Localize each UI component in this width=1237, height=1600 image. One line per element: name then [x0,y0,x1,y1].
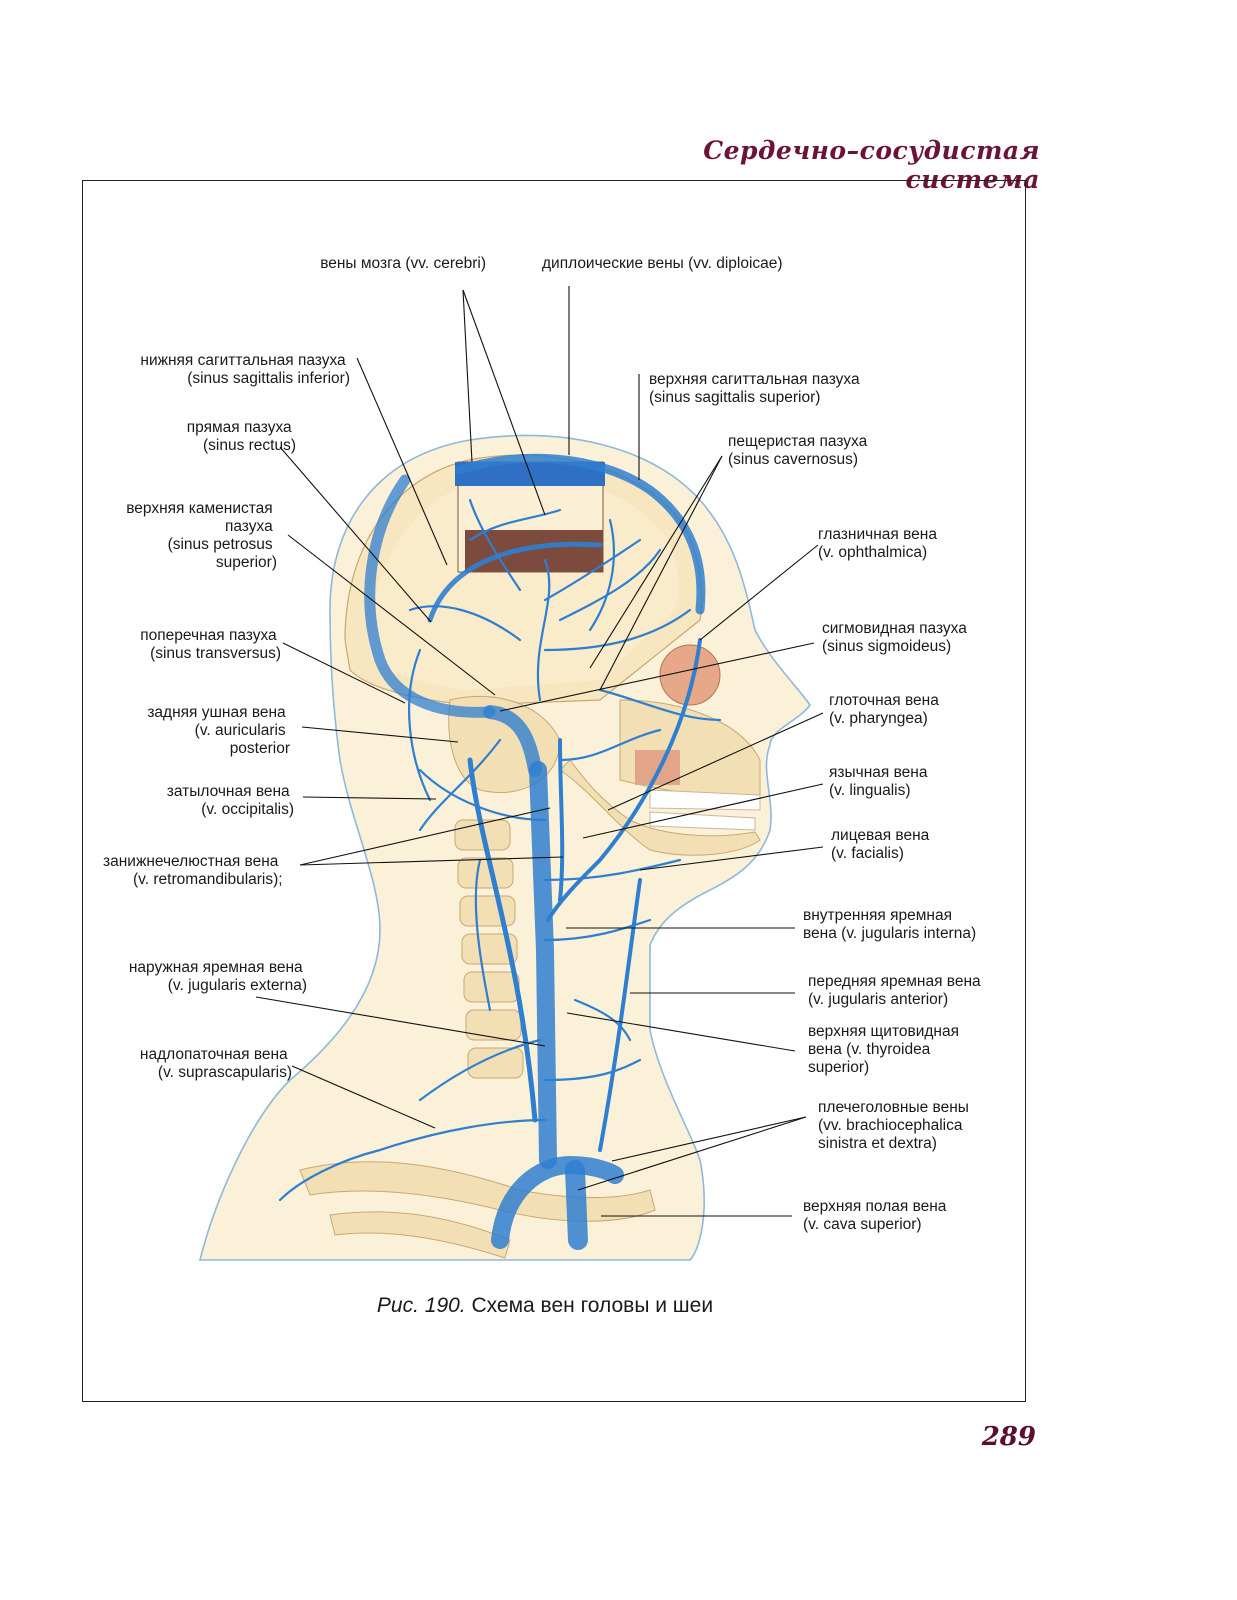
label-v-cava-superior: верхняя полая вена (v. cava superior) [803,1198,951,1233]
superior-sagittal-sinus [455,453,706,615]
facial-vein [546,638,702,922]
label-v-thyroidea-superior: верхняя щитовидная вена (v. thyroidea su… [808,1023,963,1076]
figure-caption: Рис. 190. Схема вен головы и шеи [0,1294,1090,1318]
label-v-ophthalmica: глазничная вена (v. ophthalmica) [818,526,941,561]
diagram-labels: вены мозга (vv. cerebri) диплоические ве… [103,255,985,1233]
label-sinus-sagittalis-superior: верхняя сагиттальная пазуха (sinus sagit… [649,371,864,406]
label-v-pharyngea: глоточная вена (v. pharyngea) [829,692,943,727]
retromandibular [558,738,565,902]
label-v-jugularis-anterior: передняя яремная вена (v. jugularis ante… [808,973,985,1008]
label-sinus-cavernosus: пещеристая пазуха (sinus cavernosus) [728,433,872,468]
label-v-lingualis: язычная вена (v. lingualis) [829,764,932,799]
anterior-jugular [598,878,642,1152]
label-v-auricularis-posterior: задняя ушная вена (v. auricularis poster… [147,704,290,757]
label-v-jugularis-interna: внутренняя яремная вена (v. jugularis in… [803,907,976,942]
mandible [559,759,761,856]
window-bone-strip [465,530,603,572]
inferior-sagittal-sinus [427,541,603,623]
leader-lines [255,286,824,1217]
label-vv-diploicae: диплоические вены (vv. diploicae) [542,255,783,272]
label-v-jugularis-externa: наружная яремная вена (v. jugularis exte… [129,959,307,994]
superior-vena-cava [565,1160,588,1250]
running-header: Сердечно–сосудистая система [703,136,1040,194]
figure-number: Рис. 190. [376,1294,466,1317]
label-sinus-sagittalis-inferior: нижняя сагиттальная пазуха (sinus sagitt… [140,352,350,387]
label-v-suprascapularis: надлопаточная вена (v. suprascapularis) [140,1046,292,1081]
orbit [659,644,721,706]
label-v-facialis: лицевая вена (v. facialis) [831,827,934,862]
nasal-cavity [635,750,680,785]
external-jugular [467,757,538,1123]
label-sinus-petrosus-superior: верхняя каменистая пазуха (sinus petrosu… [126,500,277,571]
label-sinus-transversus: поперечная пазуха (sinus transversus) [140,627,281,662]
page-number: 289 [981,1422,1036,1452]
venous-system [364,453,706,1250]
label-sinus-sigmoideus: сигмовидная пазуха (sinus sigmoideus) [822,620,971,655]
label-sinus-rectus: прямая пазуха (sinus rectus) [187,419,296,454]
figure-frame [82,180,1026,1402]
internal-jugular [529,761,557,1169]
label-v-occipitalis: затылочная вена (v. occipitalis) [167,783,294,818]
vein-branches [278,498,722,1202]
clavicle [299,1161,656,1222]
transverse-sinus [364,474,496,718]
label-v-retromandibularis: занижнечелюстная вена (v. retromandibula… [103,853,283,888]
sigmoid-sinus [483,705,542,777]
label-vv-brachiocephalica: плечеголовные вены (vv. brachiocephalica… [818,1099,973,1152]
upper-teeth [649,789,761,811]
upper-rib [329,1211,511,1259]
figure-title: Схема вен головы и шеи [471,1294,714,1317]
brachiocephalic-veins [491,1155,624,1249]
label-vv-cerebri: вены мозга (vv. cerebri) [320,255,486,272]
